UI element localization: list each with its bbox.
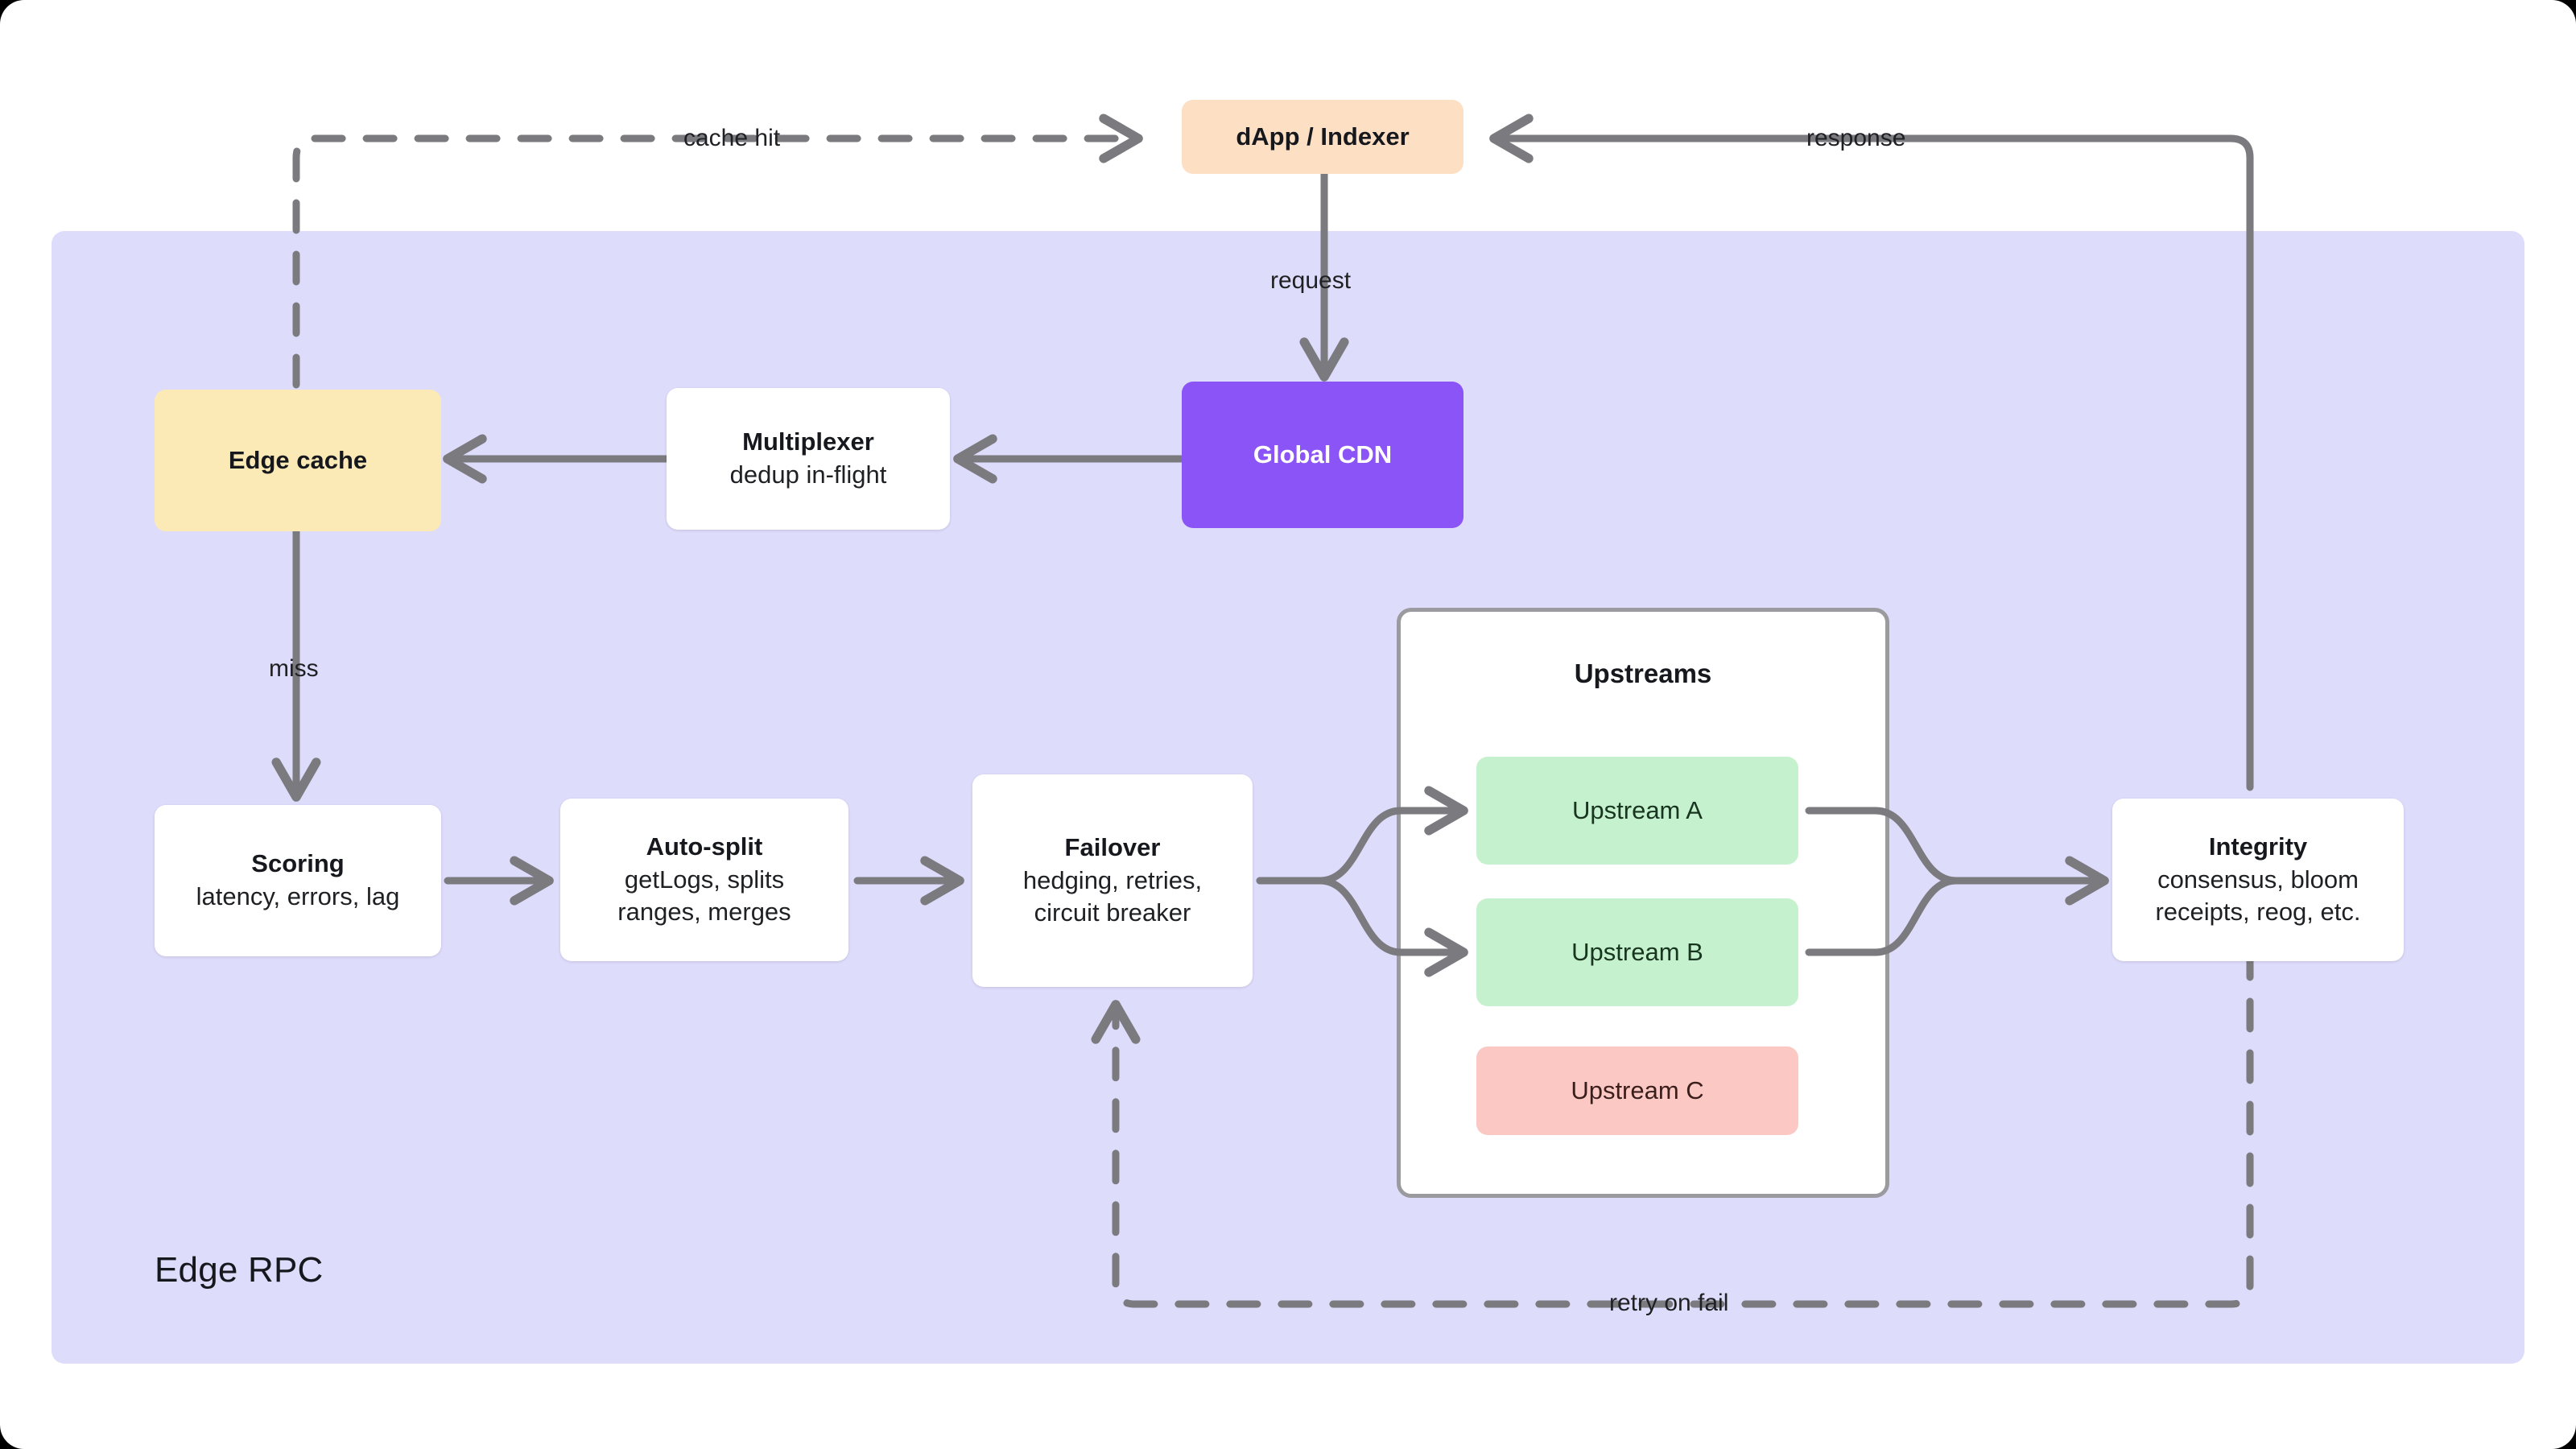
edge-label-response: response bbox=[1806, 125, 1906, 151]
node-dapp-indexer-title: dApp / Indexer bbox=[1236, 122, 1410, 151]
node-integrity-subtitle-1: consensus, bloom bbox=[2157, 865, 2359, 894]
node-failover-subtitle-1: hedging, retries, bbox=[1022, 865, 1203, 894]
node-scoring-title: Scoring bbox=[251, 849, 345, 878]
node-scoring-subtitle: latency, errors, lag bbox=[196, 882, 400, 910]
node-scoring[interactable]: Scoring latency, errors, lag bbox=[155, 805, 441, 956]
edge-label-retry-on-fail: retry on fail bbox=[1609, 1290, 1729, 1316]
node-auto-split-subtitle-2: ranges, merges bbox=[617, 898, 791, 927]
node-failover-title: Failover bbox=[1064, 832, 1161, 861]
node-upstream-b[interactable]: Upstream B bbox=[1476, 898, 1798, 1006]
upstreams-cluster-label: Upstreams bbox=[1574, 658, 1712, 688]
node-multiplexer[interactable]: Multiplexer dedup in-flight bbox=[667, 388, 950, 530]
node-edge-cache-title: Edge cache bbox=[228, 445, 368, 474]
node-edge-cache[interactable]: Edge cache bbox=[155, 390, 441, 531]
node-upstream-a-title: Upstream A bbox=[1572, 795, 1703, 824]
edge-label-miss: miss bbox=[269, 655, 319, 682]
edge-label-cache-hit: cache hit bbox=[683, 125, 781, 151]
node-upstream-a[interactable]: Upstream A bbox=[1476, 757, 1798, 865]
node-upstream-c-title: Upstream C bbox=[1571, 1075, 1704, 1104]
node-multiplexer-subtitle: dedup in-flight bbox=[729, 460, 887, 489]
edge-rpc-panel-label: Edge RPC bbox=[155, 1250, 324, 1290]
node-auto-split-title: Auto-split bbox=[646, 832, 763, 861]
node-failover[interactable]: Failover hedging, retries, circuit break… bbox=[972, 774, 1253, 987]
node-upstream-c[interactable]: Upstream C bbox=[1476, 1046, 1798, 1135]
node-multiplexer-title: Multiplexer bbox=[742, 427, 874, 456]
node-auto-split-subtitle-1: getLogs, splits bbox=[624, 865, 785, 894]
node-auto-split[interactable]: Auto-split getLogs, splits ranges, merge… bbox=[560, 799, 848, 961]
node-integrity[interactable]: Integrity consensus, bloom receipts, reo… bbox=[2112, 799, 2404, 961]
node-integrity-title: Integrity bbox=[2208, 832, 2308, 861]
node-upstream-b-title: Upstream B bbox=[1571, 937, 1703, 966]
node-dapp-indexer[interactable]: dApp / Indexer bbox=[1182, 100, 1463, 174]
node-integrity-subtitle-2: receipts, reog, etc. bbox=[2155, 898, 2361, 927]
node-failover-subtitle-2: circuit breaker bbox=[1034, 898, 1191, 927]
node-global-cdn[interactable]: Global CDN bbox=[1182, 382, 1463, 528]
edge-label-request: request bbox=[1270, 267, 1352, 294]
node-global-cdn-title: Global CDN bbox=[1253, 440, 1393, 469]
